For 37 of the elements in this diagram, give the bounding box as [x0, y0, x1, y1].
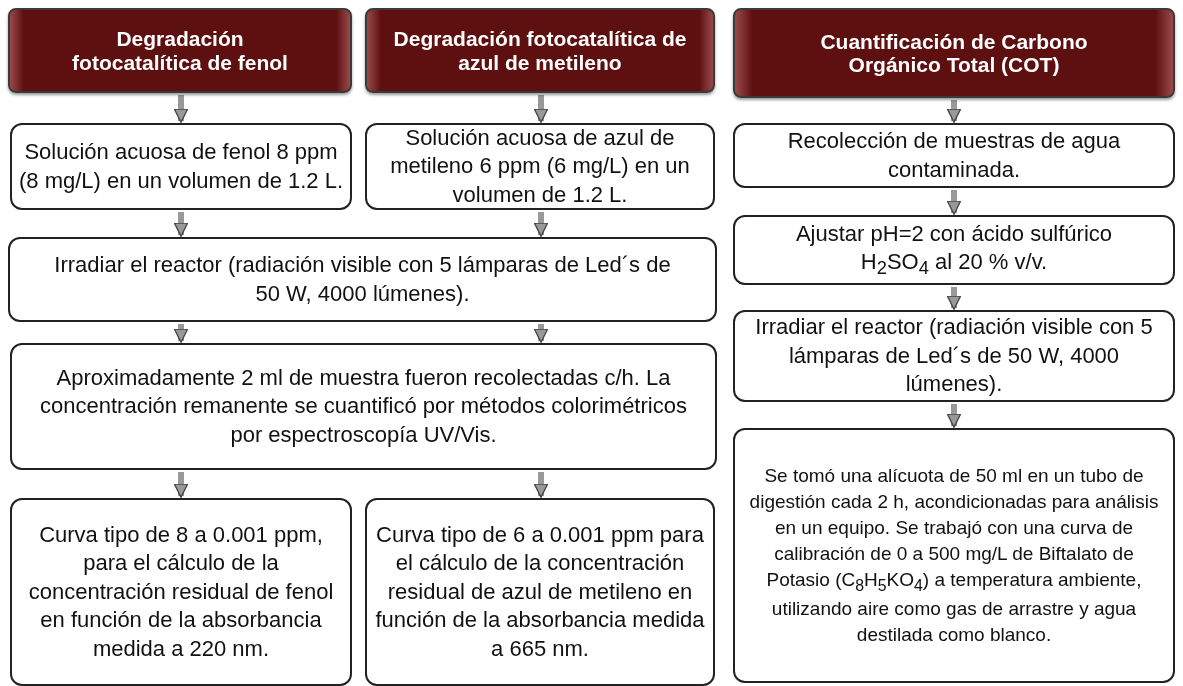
step-text: Irradiar el reactor (radiación visible con 5 lámparas de Led´s de 50 W, 4000 lúmenes).	[754, 313, 1154, 399]
process-box	[10, 123, 352, 210]
process-box	[365, 498, 715, 686]
arrow	[173, 95, 189, 123]
arrow	[173, 472, 189, 498]
arrow	[533, 324, 549, 343]
arrow	[946, 287, 962, 310]
arrow	[946, 404, 962, 428]
arrow	[946, 190, 962, 215]
step-text: Curva tipo de 8 a 0.001 ppm, para el cálculo de la concentración residual de fenol en función de la absorbancia medida a 220 nm.	[27, 520, 335, 663]
process-box	[733, 123, 1175, 188]
header-text: Cuantificación de Carbono Orgánico Total (COT)	[819, 29, 1089, 77]
header-box	[8, 8, 352, 93]
step-text: Aproximadamente 2 ml de muestra fueron recolectadas c/h. La concentración remanente se cuantificó por métodos colorimétricos por espectroscopía UV/Vis.	[39, 363, 688, 449]
process-box	[10, 498, 352, 686]
process-box	[733, 310, 1175, 402]
arrow	[533, 95, 549, 123]
arrow	[533, 472, 549, 498]
process-box	[10, 343, 717, 470]
step-text: Recolección de muestras de agua contaminada.	[786, 126, 1122, 184]
header-text: Degradación fotocatalítica de azul de metileno	[392, 27, 688, 74]
header-box	[365, 8, 715, 93]
step-text: Solución acuosa de azul de metileno 6 ppm (6 mg/L) en un volumen de 1.2 L.	[389, 123, 691, 209]
process-box	[8, 237, 717, 322]
step-text: Curva tipo de 6 a 0.001 ppm para el cálculo de la concentración residual de azul de metileno en función de la absorbancia medida a 665 nm.	[374, 520, 706, 663]
arrow	[173, 324, 189, 343]
process-box	[733, 215, 1175, 285]
step-text: Ajustar pH=2 con ácido sulfúrico H$_{2}$SO$_{4}$ al 20 % v/v.	[794, 219, 1114, 281]
arrow	[533, 212, 549, 237]
process-box	[733, 428, 1175, 683]
header-text: Degradación fotocatalítica de fenol	[71, 27, 289, 74]
arrow	[946, 100, 962, 123]
step-text: Se tomó una alícuota de 50 ml en un tubo de digestión cada 2 h, acondicionadas para análisis en un equipo. Se trabajó con una curva de calibración de 0 a 500 mg/L de Biftalato de Potasio (C$_{8}$H$_{5}$KO$_{4}$) a temperatura ambiente, utilizando aire como gas de arrastre y agua destilada como blanco.	[748, 464, 1160, 647]
arrow	[173, 212, 189, 237]
step-text: Irradiar el reactor (radiación visible con 5 lámparas de Led´s de 50 W, 4000 lúmenes).	[53, 250, 672, 308]
step-text: Solución acuosa de fenol 8 ppm (8 mg/L) en un volumen de 1.2 L.	[17, 137, 345, 195]
header-box	[733, 8, 1175, 98]
